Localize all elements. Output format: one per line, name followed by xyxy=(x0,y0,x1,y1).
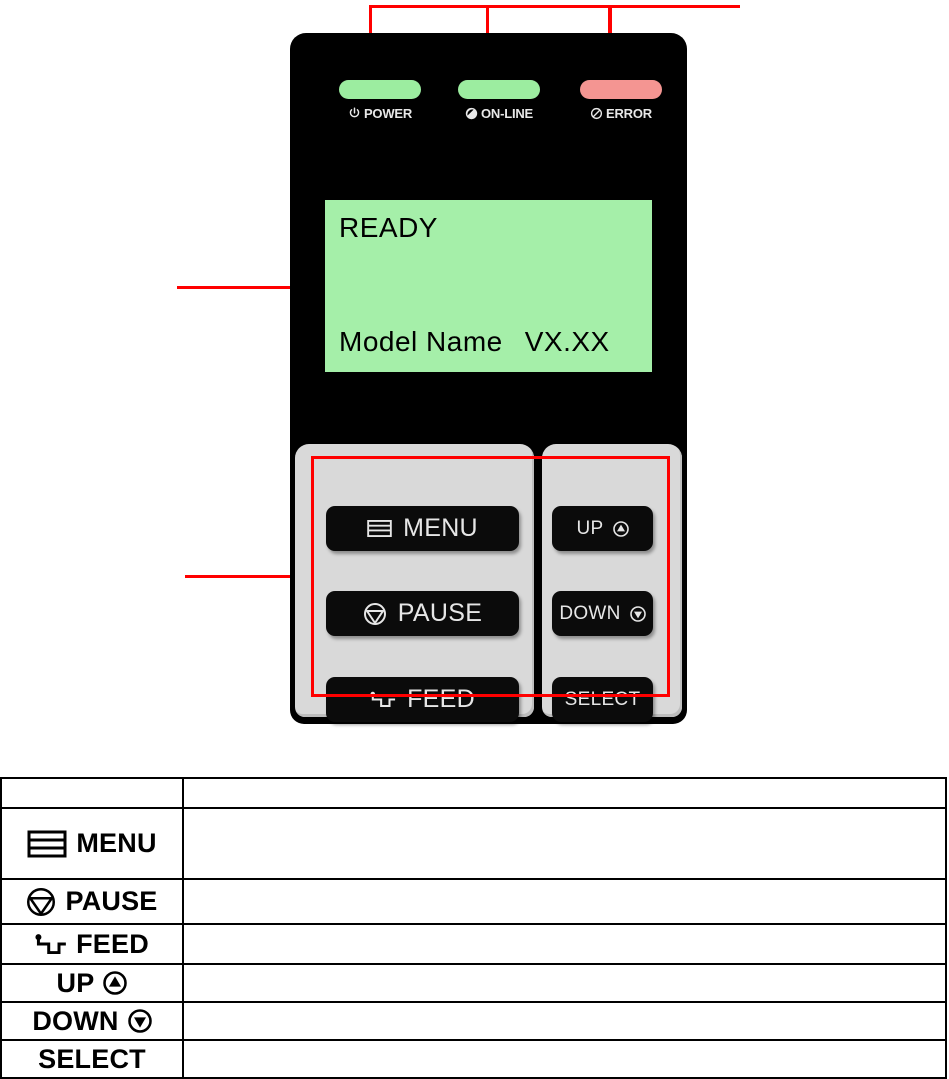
lcd-display: READY Model Name VX.XX xyxy=(325,200,652,372)
pause-circle-icon xyxy=(363,602,387,626)
up-button-label: UP xyxy=(576,517,604,539)
table-key-label: PAUSE xyxy=(65,886,158,916)
callout-line-keypad xyxy=(185,575,313,578)
table-key-label: FEED xyxy=(76,928,149,959)
table-row: MENU xyxy=(0,807,947,880)
error-led-lamp xyxy=(580,80,662,99)
select-button-label: SELECT xyxy=(564,688,641,710)
table-cell-description xyxy=(182,923,947,965)
menu-button[interactable]: MENU xyxy=(326,506,519,551)
lcd-firmware-version: VX.XX xyxy=(524,326,610,357)
online-icon xyxy=(465,107,478,120)
table-cell-key: FEED xyxy=(0,923,184,965)
table-cell-description xyxy=(182,878,947,925)
table-cell-key: PAUSE xyxy=(0,878,184,925)
error-icon xyxy=(590,107,603,120)
led-group-power: POWER xyxy=(321,80,439,121)
power-led-label: POWER xyxy=(363,106,413,121)
table-cell-key: DOWN xyxy=(0,1001,184,1041)
menu-button-label: MENU xyxy=(403,514,478,542)
select-button[interactable]: SELECT xyxy=(552,677,653,722)
down-button[interactable]: DOWN xyxy=(552,591,653,636)
table-cell-description xyxy=(182,1039,947,1079)
table-row: SELECT xyxy=(0,1039,947,1079)
up-button[interactable]: UP xyxy=(552,506,653,551)
pause-button[interactable]: PAUSE xyxy=(326,591,519,636)
feed-button[interactable]: FEED xyxy=(326,677,519,722)
lcd-status-line: READY xyxy=(339,212,438,243)
button-reference-table: MENU PAUSE xyxy=(0,777,947,1079)
table-row: PAUSE xyxy=(0,878,947,925)
led-indicator-row: POWER ON-LINE xyxy=(290,80,687,160)
table-cell-description xyxy=(182,777,947,809)
pause-button-label: PAUSE xyxy=(397,599,483,627)
down-triangle-circle-icon xyxy=(127,1009,152,1033)
feed-arrow-icon xyxy=(370,690,396,709)
table-cell-key: UP xyxy=(0,963,184,1003)
table-row: UP xyxy=(0,963,947,1003)
table-cell-description xyxy=(182,807,947,880)
operation-panel: POWER ON-LINE xyxy=(290,33,687,724)
table-cell-key xyxy=(0,777,184,809)
table-cell-description xyxy=(182,963,947,1003)
power-led-label-wrap: POWER xyxy=(321,106,439,121)
table-row: FEED xyxy=(0,923,947,965)
table-cell-key: MENU xyxy=(0,807,184,880)
callout-line-top-horizontal xyxy=(370,5,740,8)
online-led-label: ON-LINE xyxy=(480,106,534,121)
keypad-tray-left xyxy=(295,444,534,717)
table-key-label: DOWN xyxy=(32,1005,119,1036)
menu-lines-icon xyxy=(367,520,392,537)
keypad-tray-right xyxy=(542,444,682,717)
led-group-online: ON-LINE xyxy=(440,80,558,121)
online-led-label-wrap: ON-LINE xyxy=(440,106,558,121)
down-triangle-circle-icon xyxy=(629,605,646,622)
lcd-model-name: Model Name xyxy=(339,326,503,357)
table-row xyxy=(0,777,947,809)
power-icon xyxy=(348,107,361,120)
callout-line-lcd xyxy=(177,286,334,289)
feed-button-label: FEED xyxy=(407,685,475,713)
power-led-lamp xyxy=(339,80,421,99)
table-key-label: SELECT xyxy=(38,1043,146,1074)
lcd-model-line: Model Name VX.XX xyxy=(339,326,638,362)
down-button-label: DOWN xyxy=(559,602,621,624)
table-cell-description xyxy=(182,1001,947,1041)
error-led-label: ERROR xyxy=(606,106,652,121)
table-key-label: MENU xyxy=(76,828,157,858)
online-led-lamp xyxy=(458,80,540,99)
feed-arrow-icon xyxy=(35,932,67,956)
table-row: DOWN xyxy=(0,1001,947,1041)
error-led-label-wrap: ERROR xyxy=(562,106,680,121)
up-triangle-circle-icon xyxy=(612,520,629,537)
table-cell-key: SELECT xyxy=(0,1039,184,1079)
up-triangle-circle-icon xyxy=(103,971,128,995)
table-key-label: UP xyxy=(56,967,95,998)
pause-circle-icon xyxy=(26,887,56,917)
led-group-error: ERROR xyxy=(562,80,680,121)
menu-lines-icon xyxy=(27,830,67,858)
